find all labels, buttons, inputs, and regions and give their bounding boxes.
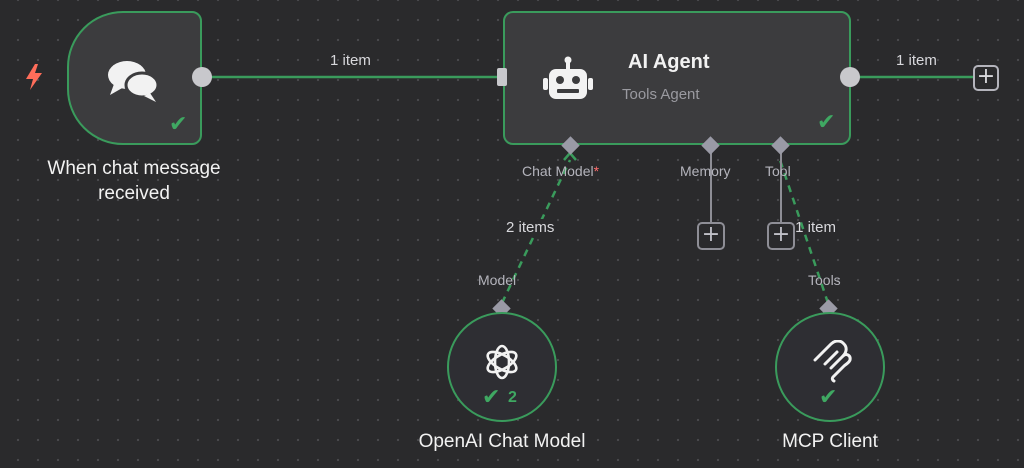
model-agent-connection-label: 2 items [503,219,558,236]
trigger-node-title: When chat message received [47,158,221,204]
tool-port-label: Tool [765,163,791,179]
mcp-node-title: MCP Client [782,431,878,452]
robot-icon [543,56,593,107]
mcp-success-check-icon: ✔ [819,385,838,410]
openai-logo-icon [482,342,522,387]
trigger-node[interactable]: ✔ [67,11,202,145]
add-memory-button[interactable]: + [697,222,725,250]
model-port-label: Model [478,272,517,288]
ai-agent-output-port[interactable] [840,67,860,87]
trigger-output-port[interactable] [192,67,212,87]
trigger-agent-connection-label: 1 item [330,52,371,69]
openai-success-check-icon: ✔ [482,385,501,410]
openai-run-count: 2 [508,389,517,406]
mcp-client-node[interactable]: ✔ [775,312,885,422]
mcp-logo-icon [809,339,853,389]
add-tool-button[interactable]: + [767,222,795,250]
add-node-output-button[interactable]: + [973,65,999,91]
tool-agent-connection-text: 1 item [796,219,836,236]
ai-agent-subtitle: Tools Agent [622,86,700,103]
chat-model-label-text: Chat Model [522,163,594,179]
chat-model-port-label: Chat Model* [522,163,599,179]
chat-bubbles-icon [106,57,162,108]
openai-chat-model-node[interactable]: ✔ 2 [447,312,557,422]
trigger-success-check-icon: ✔ [169,112,188,137]
chat-model-required-marker: * [593,163,600,179]
ai-agent-success-check-icon: ✔ [817,110,836,135]
openai-node-title: OpenAI Chat Model [418,431,586,452]
ai-agent-input-port[interactable] [497,68,507,86]
tools-port-label: Tools [808,272,841,288]
trigger-bolt-icon [24,63,44,96]
ai-agent-title: AI Agent [628,51,710,73]
tool-agent-connection-label: 1 item [796,219,836,236]
agent-output-connection-label: 1 item [896,52,937,69]
memory-port-label: Memory [680,163,731,179]
